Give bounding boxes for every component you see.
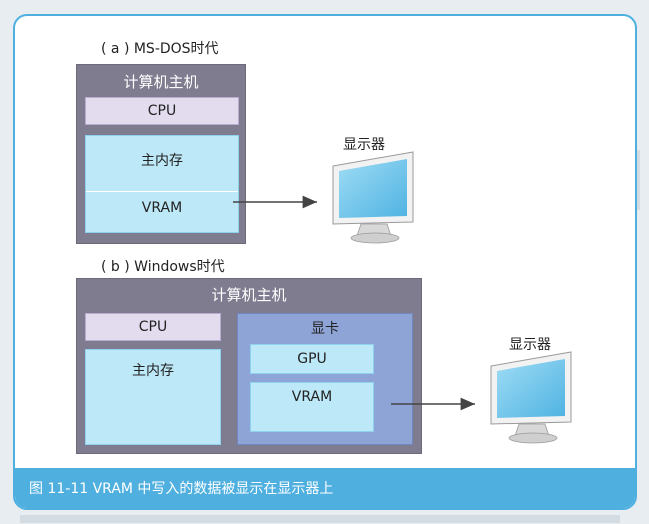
memory-divider — [86, 191, 238, 192]
figure-caption: 图 11-11 VRAM 中写入的数据被显示在显示器上 — [15, 468, 635, 508]
host-a-title: 计算机主机 — [123, 73, 199, 91]
host-a: 计算机主机 CPU 主内存 VRAM — [76, 64, 246, 244]
monitor-a-icon — [332, 151, 414, 244]
main-memory-b-label: 主内存 — [132, 363, 174, 379]
diagram-overlay — [233, 151, 572, 444]
graphics-card: 显卡 GPU VRAM — [237, 313, 413, 445]
cpu-b: CPU — [85, 313, 221, 341]
graphics-card-title: 显卡 — [311, 321, 339, 337]
cpu-a-label: CPU — [147, 103, 177, 119]
monitor-a-label: 显示器 — [343, 137, 385, 153]
cpu-a: CPU — [85, 97, 239, 125]
main-memory-a: 主内存 VRAM — [85, 135, 239, 233]
section-a-label: ( a ) MS-DOS时代 — [101, 41, 219, 57]
section-b-label: ( b ) Windows时代 — [101, 259, 225, 275]
figure-card: ( a ) MS-DOS时代 计算机主机 CPU 主内存 VRAM 显示器 ( … — [13, 14, 637, 510]
figure-caption-text: 图 11-11 VRAM 中写入的数据被显示在显示器上 — [29, 481, 334, 497]
monitor-b-icon — [490, 351, 572, 444]
vram-b-label: VRAM — [291, 389, 333, 405]
gpu-label: GPU — [297, 351, 327, 367]
cpu-b-label: CPU — [138, 319, 168, 335]
vram-b: VRAM — [250, 382, 374, 432]
host-b: 计算机主机 CPU 主内存 显卡 GPU VRAM — [76, 278, 422, 454]
main-memory-b: 主内存 — [85, 349, 221, 445]
host-b-title: 计算机主机 — [211, 286, 287, 304]
main-memory-a-label: 主内存 — [141, 153, 183, 169]
vram-a-label: VRAM — [141, 200, 183, 216]
gpu: GPU — [250, 344, 374, 374]
monitor-b-label: 显示器 — [509, 337, 551, 353]
